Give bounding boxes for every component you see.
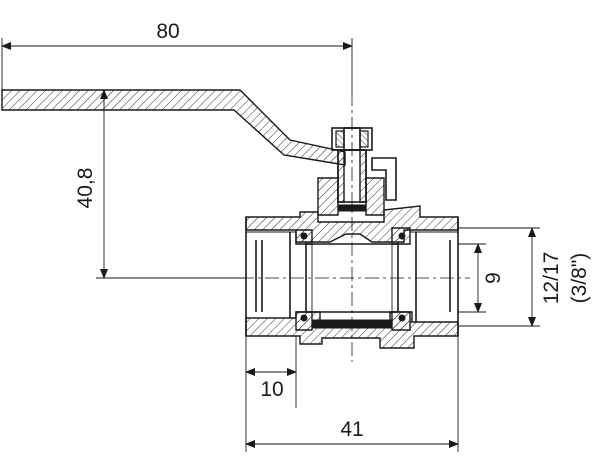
- dim-label-thread-1: 12/17: [540, 252, 563, 305]
- dimension-bore: 9: [458, 243, 505, 313]
- dim-label-9: 9: [482, 272, 505, 284]
- handle-lever: [1, 89, 346, 166]
- dim-label-41: 41: [340, 418, 363, 441]
- dim-label-10: 10: [260, 378, 283, 401]
- dimension-thread-size: 12/17 (3/8"): [458, 227, 591, 327]
- dim-label-thread-2: (3/8"): [568, 253, 591, 304]
- dim-label-80: 80: [156, 20, 179, 43]
- dim-label-40-8: 40,8: [74, 168, 97, 209]
- dimension-handle-height: 40,8: [74, 89, 246, 279]
- stem-assembly: [317, 127, 397, 216]
- dimension-handle-length: 80: [1, 20, 353, 92]
- dimension-thread-length: 10: [245, 336, 297, 452]
- dimension-body-length: 41: [245, 336, 459, 452]
